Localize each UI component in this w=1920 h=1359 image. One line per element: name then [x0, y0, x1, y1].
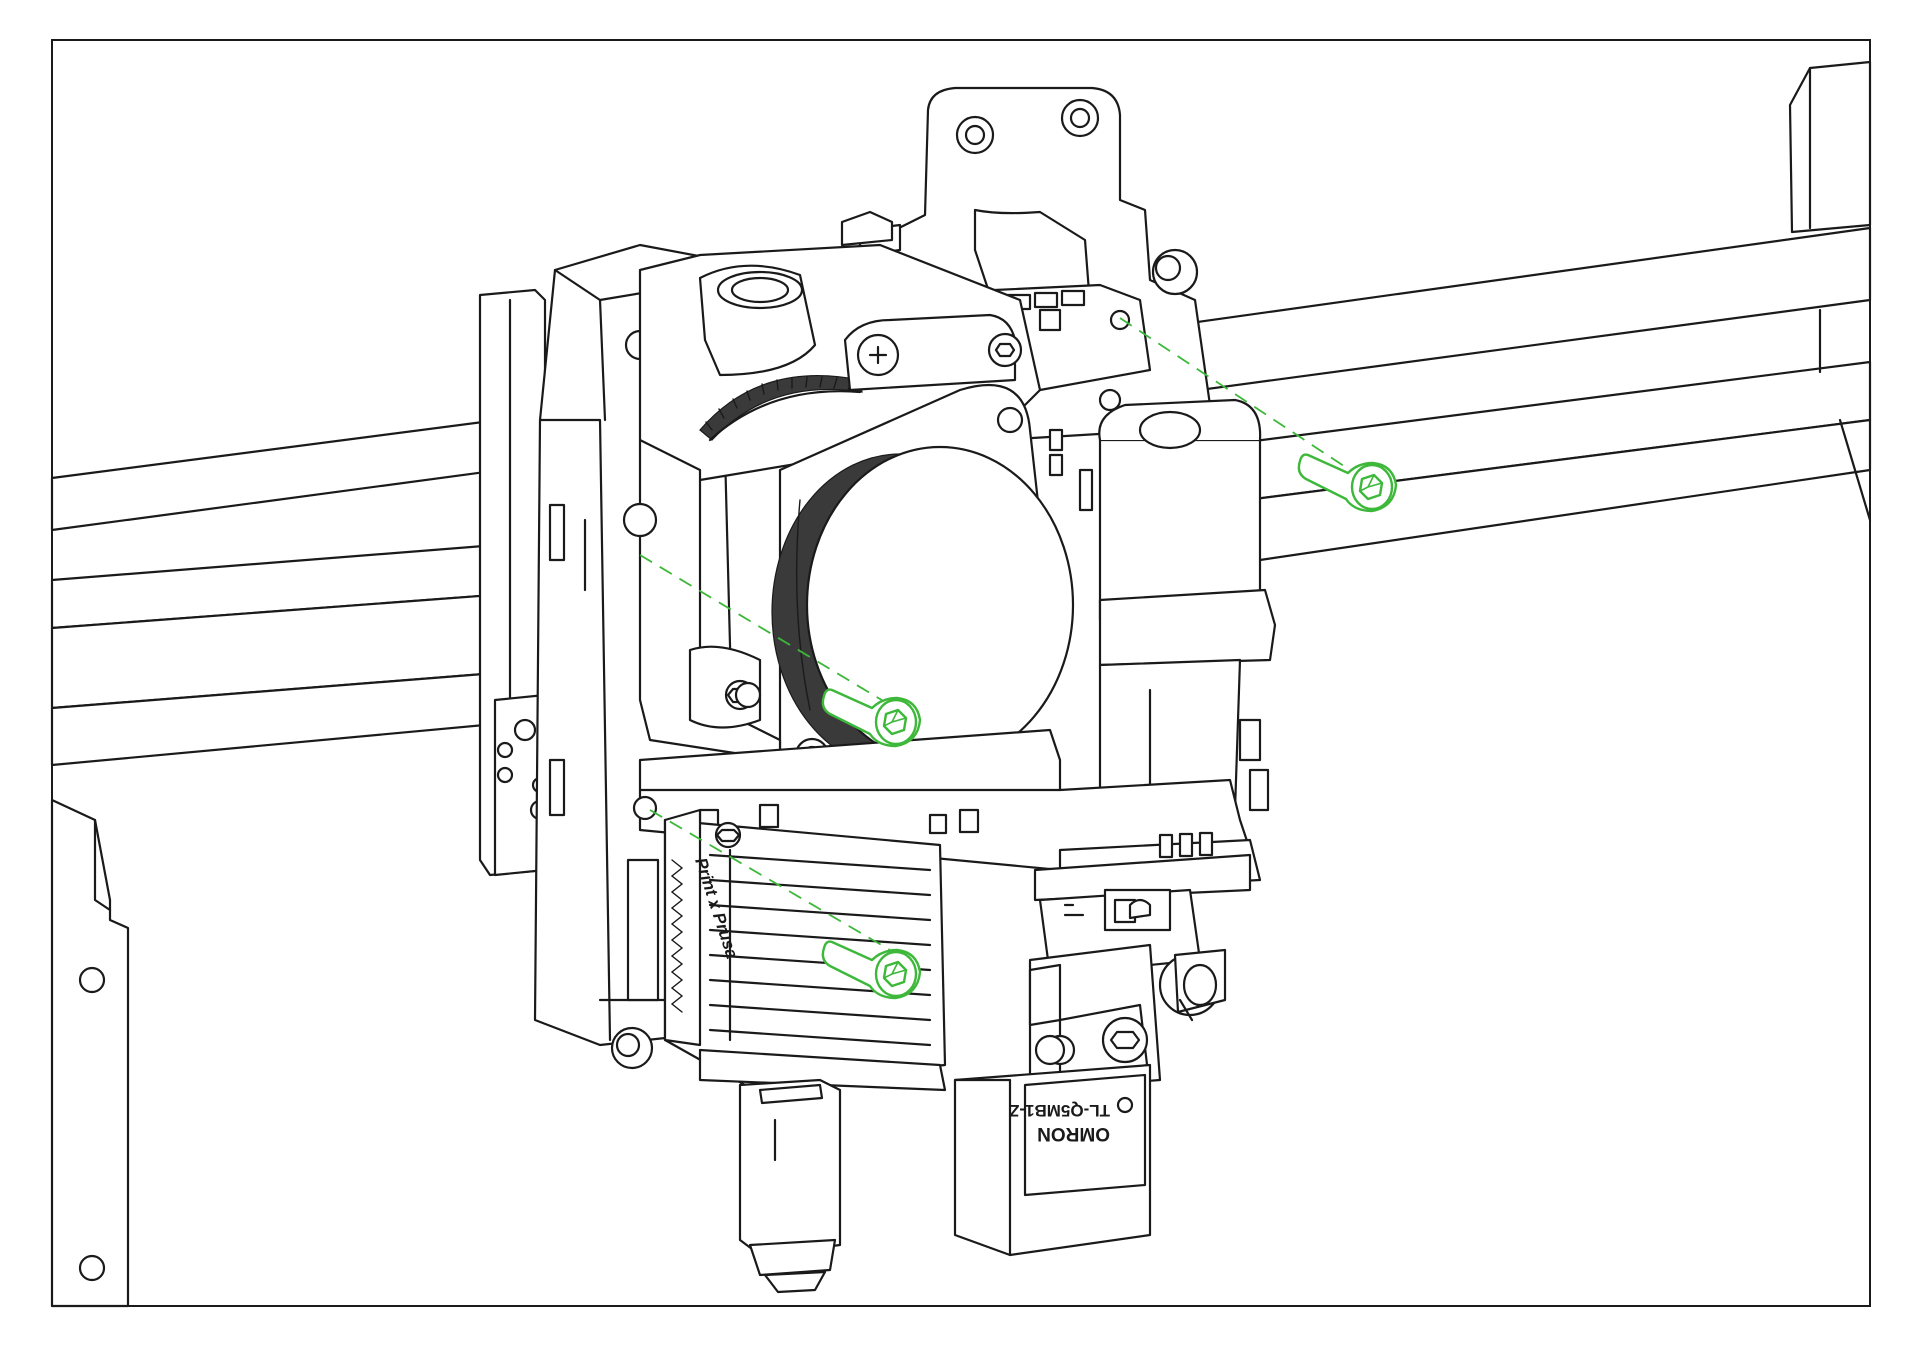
hotend-fan-shroud [1098, 398, 1277, 817]
hotend-heatsink: Print x Prusa [626, 808, 947, 1092]
mounting-screw-icon [1297, 453, 1398, 513]
rail-rods [50, 226, 1872, 767]
assembly-guide-lines [639, 317, 1366, 951]
nozzle-assembly [738, 1078, 842, 1294]
sensor-connector-board [1033, 853, 1252, 1022]
hex-fasteners [632, 388, 1122, 849]
sensor-brand-label: OMRON [1037, 1123, 1110, 1144]
mounting-screw-icon [821, 940, 922, 1000]
inductive-probe-sensor: OMRON TL-Q5MB1-Z [953, 943, 1162, 1257]
guide-line-heatsink [649, 809, 891, 951]
stepper-motor-drum [771, 445, 1075, 771]
sensor-model-label: TL-Q5MB1-Z [1009, 1101, 1110, 1120]
guide-line-center [639, 554, 891, 706]
gear-teeth-icon [705, 376, 853, 431]
mounting-screw-icon [821, 688, 922, 748]
left-frame-plate [50, 798, 130, 1308]
guide-line-right [1119, 317, 1366, 481]
right-stepper-motor [1788, 60, 1872, 234]
